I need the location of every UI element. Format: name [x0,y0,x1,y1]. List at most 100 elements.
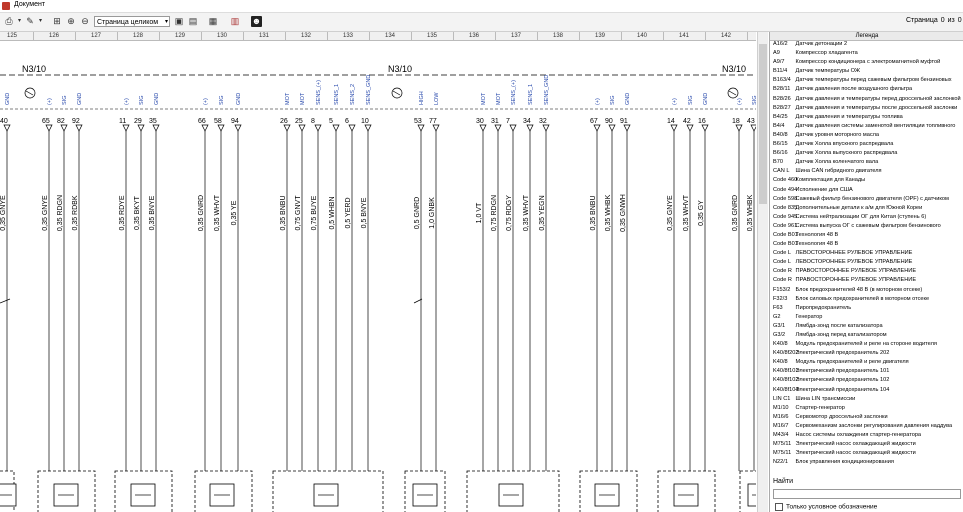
zoom-out-icon[interactable]: ⊖ [81,16,89,26]
legend-item[interactable]: G3/2 Лямбда-зонд перед катализатором [770,331,963,340]
page-current: 0 [940,17,945,24]
legend-item[interactable]: Code B01 Технология 48 В [770,231,963,240]
ruler-cell: 135 [411,32,454,40]
legend-item[interactable]: A16/2 Датчик детонации 2 [770,40,963,49]
legend-item[interactable]: K40/8f104 Электрический предохранитель 1… [770,386,963,395]
fit-width-icon[interactable]: ▤ [188,16,198,26]
legend-item[interactable]: B4/25 Датчик давления и температуры топл… [770,113,963,122]
legend-item[interactable]: M75/11 Электрический насос охлаждающей ж… [770,440,963,449]
legend-item[interactable]: M1/10 Стартер-генератор [770,404,963,413]
legend-item[interactable]: F32/3 Блок силовых предохранителей в мот… [770,295,963,304]
legend-item[interactable]: K40/8f202 Электрический предохранитель 2… [770,349,963,358]
grid-icon[interactable]: ▦ [208,16,218,26]
scrollbar-thumb[interactable] [759,44,767,204]
legend-item[interactable]: Code B01 Технология 48 В [770,240,963,249]
component-box [272,470,384,512]
legend-item[interactable]: G3/1 Лямбда-зонд после катализатора [770,322,963,331]
legend-item[interactable]: G2 Генератор [770,313,963,322]
chevron-down-icon[interactable]: ▾ [38,18,42,24]
legend-item[interactable]: M16/7 Сервомеханизм заслонки регулирован… [770,422,963,431]
legend-item-text: Датчик давления системы заменотой вентил… [794,122,956,129]
legend-item[interactable]: Code 945 Система нейтрализации ОГ для Ки… [770,213,963,222]
legend-item[interactable]: Code R ПРАВОСТОРОННЕЕ РУЛЕВОЕ УПРАВЛЕНИЕ [770,276,963,285]
legend-item[interactable]: B70 Датчик Холла коленчатого вала [770,158,963,167]
legend-item[interactable]: B28/11 Датчик давления после воздушного … [770,85,963,94]
legend-item[interactable]: M75/11 Электрический насос охлаждающей ж… [770,449,963,458]
legend-item-text: Датчик давления и температуры топлива [794,113,903,120]
legend-item[interactable]: Code R ПРАВОСТОРОННЕЕ РУЛЕВОЕ УПРАВЛЕНИЕ [770,267,963,276]
legend-item-code: A9 [773,50,780,57]
legend-item[interactable]: F153/2 Блок предохранителей 48 В (в мото… [770,286,963,295]
legend-item-text: Система нейтрализации ОГ для Китая (ступ… [794,213,927,220]
legend-item[interactable]: Code 598 Сажевый фильтр бензинового двиг… [770,195,963,204]
print-icon[interactable]: ⎙ [5,16,13,26]
wire-label: 0,35 WHVT [523,194,530,231]
find-input[interactable] [773,489,961,499]
legend-item[interactable]: K40/8f101 Электрический предохранитель 1… [770,367,963,376]
pin-number: 77 [429,118,437,125]
signal-label: GND [703,93,709,105]
fit-page-icon[interactable]: ▣ [174,16,184,26]
legend-item[interactable]: K40/8f102 Электрический предохранитель 1… [770,376,963,385]
zoom-select[interactable]: Страница целиком ▾ [94,16,170,27]
legend-item-text: Шина LIN трансмиссии [794,395,856,402]
legend-item[interactable]: Code 494 Исполнение для США [770,186,963,195]
legend-item[interactable]: B6/16 Датчик Холла выпускного распредвал… [770,149,963,158]
legend-item[interactable]: M16/6 Сервомотор дроссельной заслонки [770,413,963,422]
legend-item-code: Code 494 [773,186,798,193]
component-box [37,470,96,512]
zoom-area-icon[interactable]: ⊞ [53,16,61,26]
legend-item-text: ПРАВОСТОРОННЕЕ РУЛЕВОЕ УПРАВЛЕНИЕ [794,277,917,284]
legend-item[interactable]: B40/8 Датчик уровня моторного масла [770,131,963,140]
legend-item[interactable]: Code L ЛЕВОСТОРОННЕЕ РУЛЕВОЕ УПРАВЛЕНИЕ [770,249,963,258]
vertical-scrollbar[interactable] [757,32,768,512]
pin-arrow [283,124,291,132]
legend-item[interactable]: B4/4 Датчик давления системы заменотой в… [770,122,963,131]
pin-number: 66 [198,118,206,125]
legend-item[interactable]: B11/4 Датчик температуры ОЖ [770,67,963,76]
signal-label: SIG [62,96,68,105]
legend-item-code: B4/4 [773,122,785,129]
wire-label: 0,35 BNYE [149,195,156,230]
legend-item[interactable]: Code 961 Система выпуска ОГ с сажевым фи… [770,222,963,231]
legend-item[interactable]: B28/26 Датчик давления и температуры пер… [770,95,963,104]
legend-item[interactable]: Code 460 Комплектация для Канады [770,176,963,185]
legend-item[interactable]: B163/4 Датчик температуры перед сажевым … [770,76,963,85]
chevron-down-icon[interactable]: ▾ [17,18,21,24]
ecu-ground-symbol-line [728,90,737,96]
signal-label: MOT [285,92,291,105]
legend-item-code: G3/2 [773,332,786,338]
legend-item-code: B11/4 [773,68,788,75]
legend-item[interactable]: M43/4 Насос системы охлаждения стартер-г… [770,431,963,440]
legend-item[interactable]: F63 Пиропредохранитель [770,304,963,313]
legend-item[interactable]: CAN L Шина CAN гибридного двигателя [770,167,963,176]
legend-item[interactable]: N22/1 Блок управления кондиционирования [770,458,963,467]
legend-item[interactable]: LIN C1 Шина LIN трансмиссии [770,395,963,404]
legend-item[interactable]: A9/7 Компрессор кондиционера с электрома… [770,58,963,67]
legend-item-text: Технология 48 В [794,241,839,248]
ecu-ground-symbol [24,87,36,99]
pen-icon[interactable]: ✎ [26,16,34,26]
ecu-ground-symbol [391,87,403,99]
legend-item[interactable]: B6/15 Датчик Холла впускного распредвала [770,140,963,149]
legend-item[interactable]: B28/27 Датчик давления и температуры пос… [770,104,963,113]
legend-item[interactable]: K40/8 Модуль предохранителей и реле на с… [770,340,963,349]
pin-number: 31 [491,118,499,125]
legend-item-text: Технология 48 В [794,231,839,238]
pin-number: 82 [57,118,65,125]
signal-label: SENS_(+) [511,80,517,105]
checkbox-box[interactable] [775,503,783,511]
legend-item[interactable]: Code 835 Дополнительные детали к a/м для… [770,204,963,213]
signal-label: MOT [481,92,487,105]
symbol-only-checkbox[interactable]: Только условное обозначение [775,503,877,511]
pin-arrow [735,124,743,132]
legend-item-code: K40/8f202 [773,350,799,357]
legend-item[interactable]: A9 Компрессор хладагента [770,49,963,58]
legend-item[interactable]: Code L ЛЕВОСТОРОННЕЕ РУЛЕВОЕ УПРАВЛЕНИЕ [770,258,963,267]
zoom-in-icon[interactable]: ⊕ [67,16,75,26]
legend-item[interactable]: K40/8 Модуль предохранителей и реле двиг… [770,358,963,367]
user-icon[interactable]: ☻ [251,16,262,27]
barcode-icon[interactable]: ▥ [230,16,240,26]
